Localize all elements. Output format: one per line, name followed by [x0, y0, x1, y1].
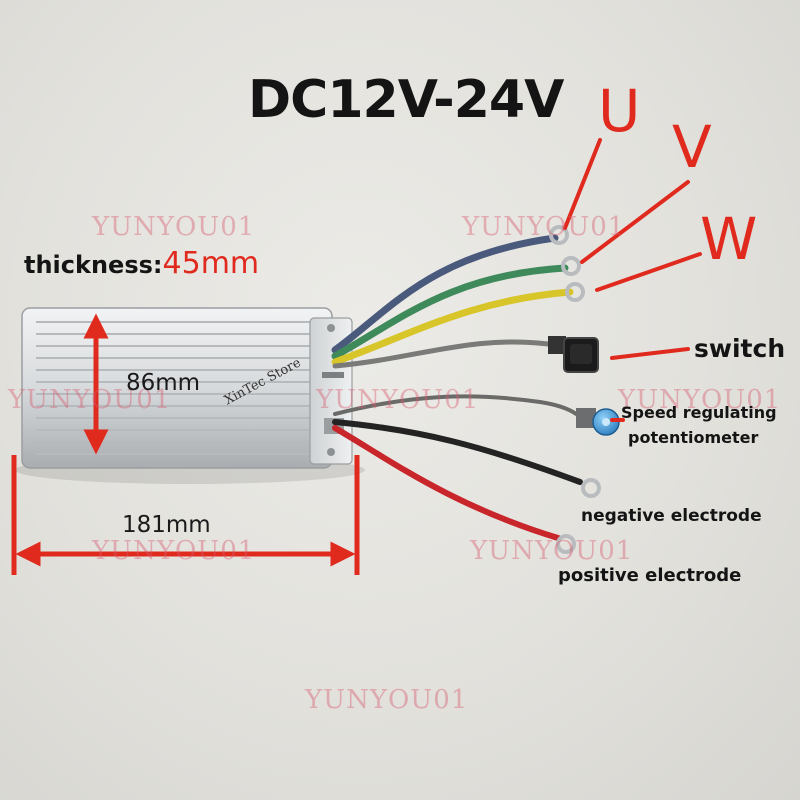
wire-u	[331, 234, 559, 354]
watermark: YUNYOU01	[316, 385, 480, 415]
speed-pot-label-line1: Speed regulating	[621, 403, 777, 422]
thickness-value: 45mm	[162, 246, 260, 281]
watermark: YUNYOU01	[305, 685, 469, 715]
speed-pot-label-line2: potentiometer	[628, 428, 759, 447]
wires	[331, 234, 584, 541]
positive-electrode-label: positive electrode	[558, 565, 742, 586]
switch-label: switch	[694, 334, 786, 363]
phase-u-label: U	[598, 77, 641, 145]
wire-w	[331, 288, 574, 366]
wire-pot	[333, 394, 584, 420]
phase-v-label: V	[672, 113, 712, 181]
height-dimension-label: 86mm	[126, 370, 201, 396]
callout-lines	[563, 138, 702, 422]
negative-electrode-label: negative electrode	[581, 506, 762, 526]
watermark: YUNYOU01	[8, 385, 172, 415]
length-dimension-label: 181mm	[122, 512, 211, 538]
wire-switch	[332, 339, 551, 369]
watermark: YUNYOU01	[470, 536, 634, 566]
watermark: YUNYOU01	[92, 536, 256, 566]
wire-v	[331, 264, 569, 360]
watermark: YUNYOU01	[462, 212, 626, 242]
thickness-label: thickness:	[24, 251, 163, 279]
potentiometer	[576, 408, 620, 436]
dimension-arrows	[11, 313, 360, 575]
wire-negative	[332, 419, 583, 485]
thickness-annotation: thickness:45mm	[24, 246, 259, 281]
wire-positive	[332, 425, 561, 541]
watermark: YUNYOU01	[92, 212, 256, 242]
phase-w-label: W	[700, 205, 758, 273]
ring-terminals	[549, 225, 601, 554]
watermark: YUNYOU01	[618, 385, 782, 415]
rocker-switch	[548, 336, 599, 373]
voltage-title: DC12V-24V	[248, 70, 564, 130]
